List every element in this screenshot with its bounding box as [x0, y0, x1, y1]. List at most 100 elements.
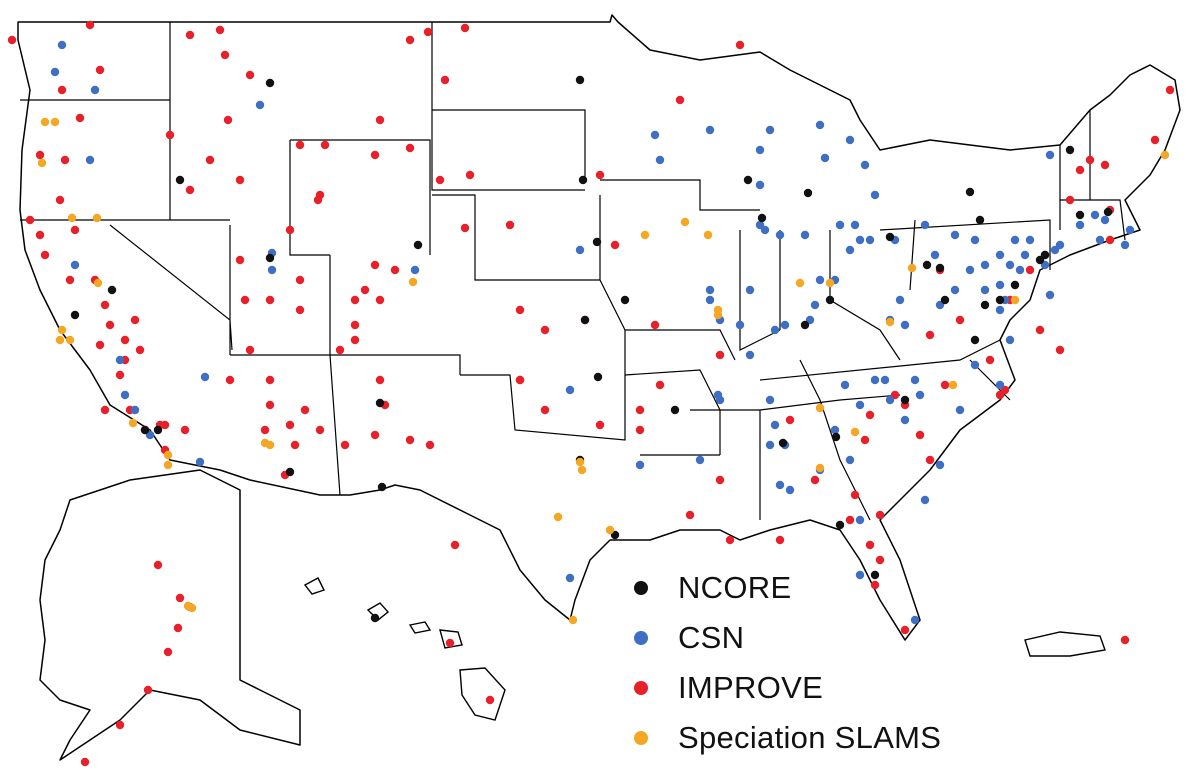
site-marker-csn [910, 615, 920, 625]
site-marker-improve [405, 143, 415, 153]
site-marker-improve [163, 647, 173, 657]
site-marker-csn [765, 395, 775, 405]
legend-label-ncore: NCORE [678, 570, 792, 605]
site-marker-ncore [140, 425, 150, 435]
site-marker-csn [267, 265, 277, 275]
site-marker-slams [815, 463, 825, 473]
site-marker-improve [375, 295, 385, 305]
site-marker-improve [635, 425, 645, 435]
site-marker-csn [995, 305, 1005, 315]
site-marker-csn [1015, 265, 1025, 275]
site-marker-csn [115, 355, 125, 365]
site-marker-csn [855, 400, 865, 410]
site-marker-improve [105, 320, 115, 330]
site-marker-improve [173, 623, 183, 633]
csn-marker-icon [634, 631, 648, 645]
site-marker-ncore [935, 263, 945, 273]
site-marker-slams [850, 427, 860, 437]
site-marker-improve [460, 23, 470, 33]
site-marker-improve [70, 225, 80, 235]
site-marker-ncore [922, 260, 932, 270]
site-marker-slams [640, 230, 650, 240]
site-marker-improve [715, 350, 725, 360]
site-marker-csn [575, 245, 585, 255]
site-marker-improve [135, 345, 145, 355]
site-marker-improve [115, 370, 125, 380]
site-marker-csn [845, 245, 855, 255]
site-marker-improve [425, 440, 435, 450]
site-marker-slams [1010, 295, 1020, 305]
site-marker-slams [713, 310, 723, 320]
site-marker-csn [775, 480, 785, 490]
site-marker-improve [235, 175, 245, 185]
site-marker-csn [655, 155, 665, 165]
contiguous-us-outline [17, 14, 1181, 641]
site-marker-improve [775, 535, 785, 545]
ncore-marker-icon [634, 581, 648, 595]
site-marker-improve [735, 40, 745, 50]
site-marker-ncore [1103, 207, 1113, 217]
site-marker-improve [865, 540, 875, 550]
site-marker-csn [815, 120, 825, 130]
site-marker-slams [67, 213, 77, 223]
site-marker-improve [925, 330, 935, 340]
site-marker-slams [577, 465, 587, 475]
site-marker-slams [885, 317, 895, 327]
site-marker-csn [870, 190, 880, 200]
site-marker-improve [1105, 235, 1115, 245]
site-marker-csn [965, 265, 975, 275]
site-marker-slams [907, 263, 917, 273]
site-marker-slams [37, 158, 47, 168]
site-marker-csn [755, 180, 765, 190]
site-marker-improve [100, 405, 110, 415]
site-marker-improve [485, 695, 495, 705]
site-marker-improve [465, 170, 475, 180]
site-marker-csn [895, 295, 905, 305]
site-marker-csn [1120, 240, 1130, 250]
site-marker-slams [1160, 150, 1170, 160]
site-marker-improve [1075, 165, 1085, 175]
site-marker-improve [175, 593, 185, 603]
site-marker-improve [405, 35, 415, 45]
site-marker-csn [775, 230, 785, 240]
site-marker-csn [865, 235, 875, 245]
site-marker-improve [265, 295, 275, 305]
site-marker-csn [705, 285, 715, 295]
site-marker-csn [885, 395, 895, 405]
site-marker-improve [185, 185, 195, 195]
site-marker-improve [875, 555, 885, 565]
legend-label-slams: Speciation SLAMS [678, 720, 942, 755]
site-marker-slams [265, 440, 275, 450]
site-marker-improve [153, 560, 163, 570]
site-marker-improve [655, 380, 665, 390]
site-marker-csn [855, 570, 865, 580]
site-marker-improve [515, 305, 525, 315]
site-marker-slams [703, 230, 713, 240]
site-marker-csn [900, 415, 910, 425]
site-marker-csn [870, 375, 880, 385]
site-marker-slams [948, 380, 958, 390]
site-marker-csn [705, 295, 715, 305]
site-marker-improve [180, 425, 190, 435]
site-marker-improve [725, 535, 735, 545]
site-marker-improve [245, 70, 255, 80]
site-marker-csn [70, 260, 80, 270]
site-marker-improve [165, 130, 175, 140]
site-marker-csn [1020, 250, 1030, 260]
site-marker-improve [220, 50, 230, 60]
site-marker-csn [970, 235, 980, 245]
site-marker-improve [375, 375, 385, 385]
site-marker-csn [970, 360, 980, 370]
site-marker-improve [715, 475, 725, 485]
site-marker-slams [815, 403, 825, 413]
site-marker-csn [815, 275, 825, 285]
site-marker-improve [265, 375, 275, 385]
legend-item-ncore: NCORE [628, 562, 791, 614]
site-marker-improve [370, 260, 380, 270]
site-marker-improve [870, 580, 880, 590]
site-marker-csn [835, 220, 845, 230]
site-marker-improve [115, 720, 125, 730]
site-marker-csn [565, 573, 575, 583]
site-marker-improve [925, 455, 935, 465]
